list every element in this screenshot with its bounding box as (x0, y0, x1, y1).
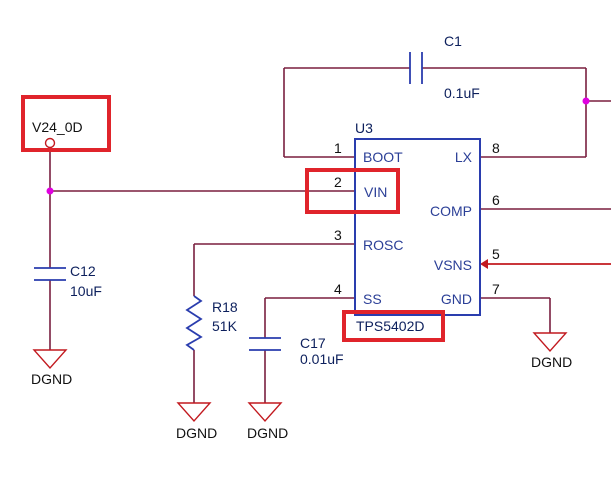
capacitor-c12 (34, 267, 66, 281)
pin-number-8: 8 (492, 140, 500, 156)
pin-name-comp: COMP (430, 203, 472, 219)
highlight-box-part-number (342, 310, 445, 342)
c1-value: 0.1uF (444, 85, 480, 101)
ground-icon-c12 (32, 349, 68, 370)
pin-name-gnd: GND (441, 291, 472, 307)
pin-number-2: 2 (334, 174, 342, 190)
pin-name-vin: VIN (364, 184, 387, 200)
ground-label-pin7: DGND (531, 354, 572, 370)
c12-value: 10uF (70, 283, 102, 299)
net-port-circle-icon (44, 137, 56, 149)
ic-u3-body (354, 138, 481, 316)
ground-icon-pin7 (532, 332, 568, 353)
pin-name-vsns: VSNS (434, 257, 472, 273)
r18-ref: R18 (212, 299, 238, 315)
capacitor-c17 (249, 337, 281, 351)
pin-name-lx: LX (455, 149, 473, 165)
r18-value: 51K (212, 318, 238, 334)
pin-number-1: 1 (334, 140, 342, 156)
c17-value: 0.01uF (300, 351, 344, 367)
pin-number-6: 6 (492, 192, 500, 208)
wires (49, 67, 611, 403)
pin-name-boot: BOOT (363, 149, 403, 165)
ground-icon-r18 (176, 402, 212, 423)
ground-label-c12: DGND (31, 371, 72, 387)
highlight-box-vin-pin (305, 168, 400, 214)
ground-label-c17: DGND (247, 425, 288, 441)
ground-icon-c17 (247, 402, 283, 423)
junction-lx (582, 97, 590, 105)
pin-name-ss: SS (363, 291, 382, 307)
net-label-v24: V24_0D (32, 119, 83, 135)
pin-number-7: 7 (492, 281, 500, 297)
ic-part-number: TPS5402D (356, 318, 424, 334)
pin-name-rosc: ROSC (363, 237, 403, 253)
resistor-r18 (185, 295, 203, 351)
capacitor-c1 (409, 52, 423, 84)
ic-ref: U3 (355, 120, 373, 136)
pin-number-5: 5 (492, 246, 500, 262)
ground-label-r18: DGND (176, 425, 217, 441)
c12-ref: C12 (70, 263, 96, 279)
pin-number-3: 3 (334, 227, 342, 243)
pin-number-4: 4 (334, 281, 342, 297)
highlight-box-net-label (21, 95, 111, 152)
vsns-input-arrow-icon (480, 259, 488, 269)
junction-vin (46, 187, 54, 195)
c17-ref: C17 (300, 335, 326, 351)
c1-ref: C1 (444, 33, 462, 49)
junctions (46, 97, 590, 195)
